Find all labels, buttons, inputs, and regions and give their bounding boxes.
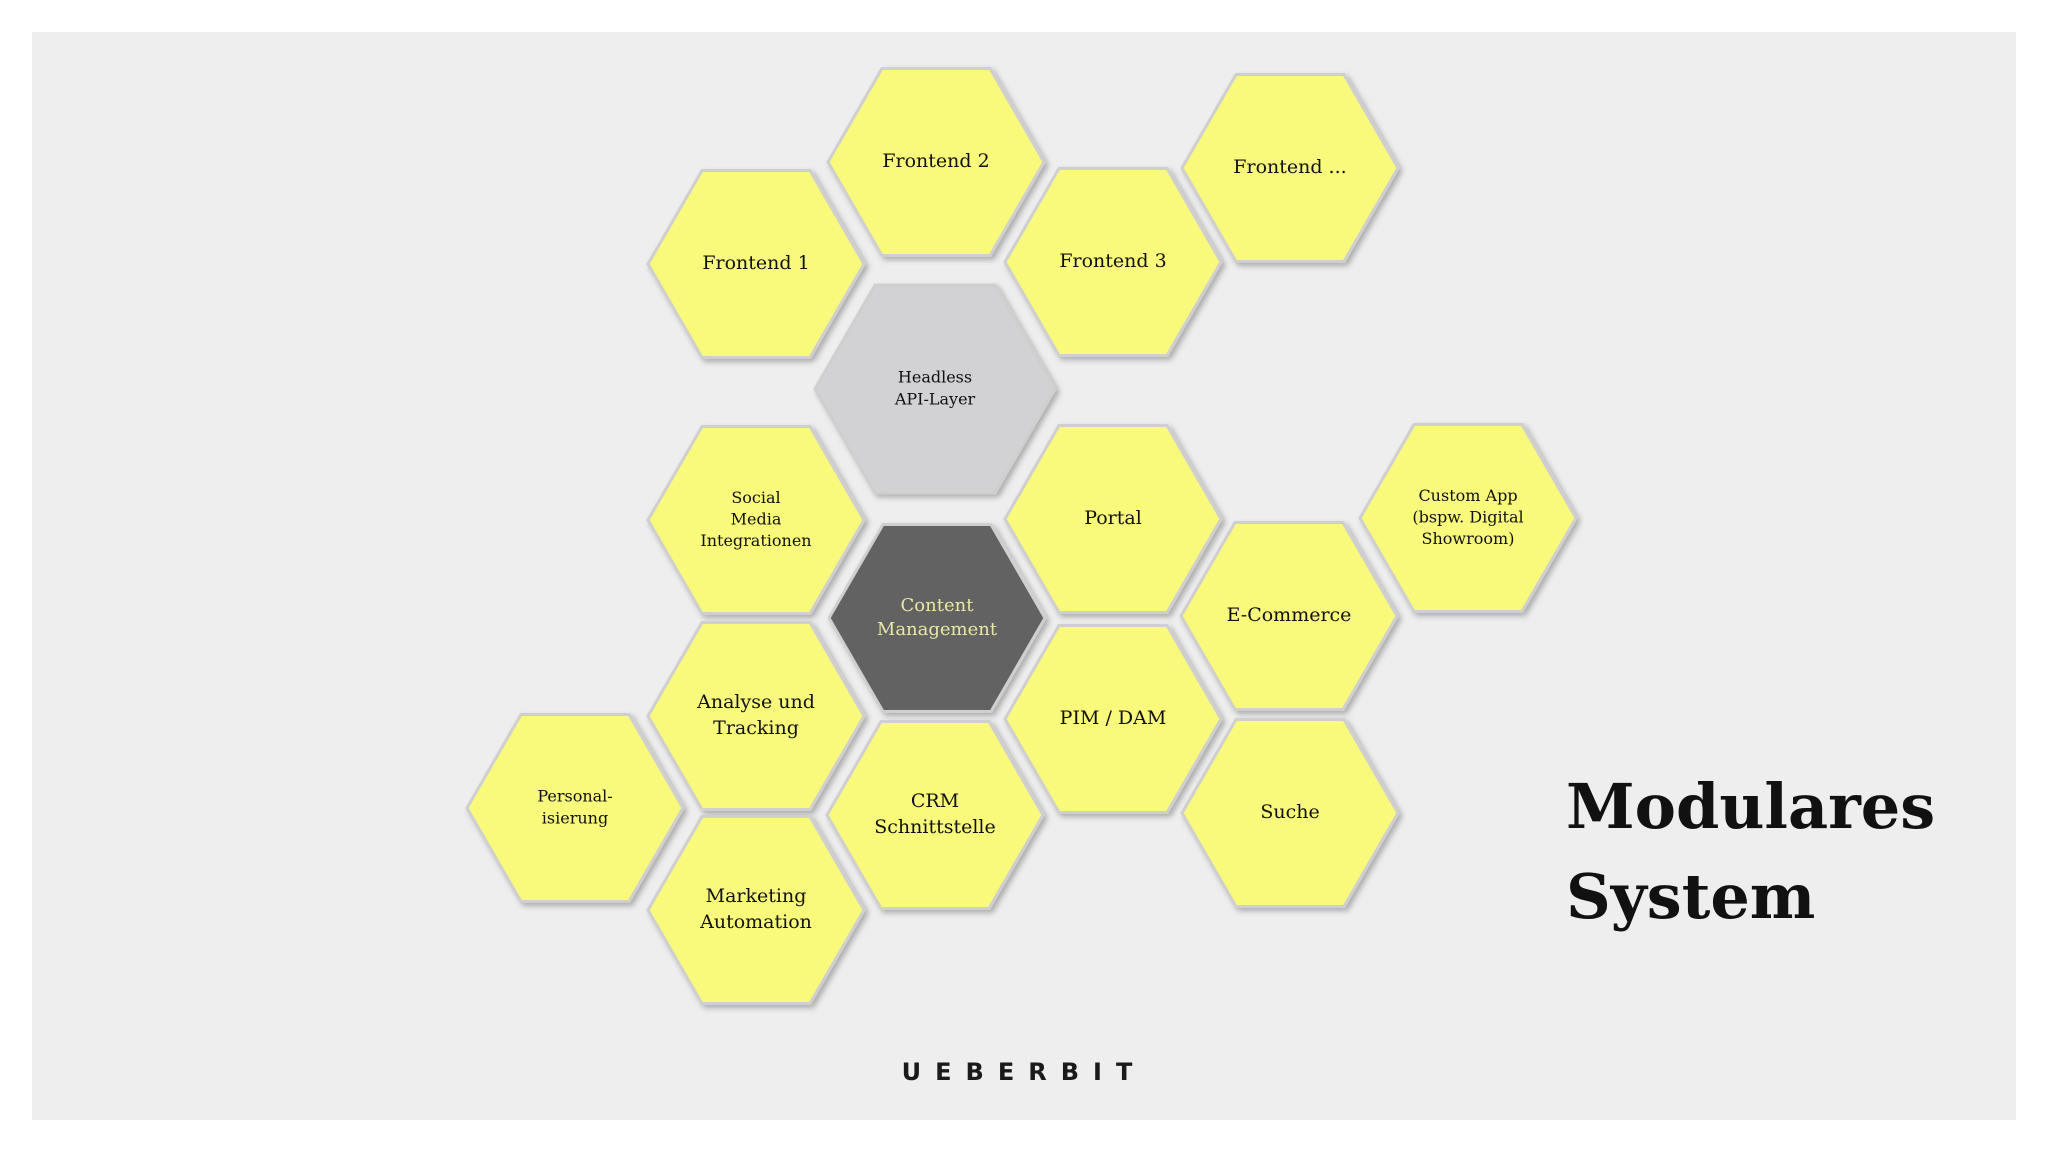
hex-shape-portal [1003, 424, 1223, 614]
hex-shape-content-management [827, 523, 1047, 713]
hex-label-personalisierung-line-1: Personal- [537, 787, 612, 806]
hex-shape-social-media-integrationen [646, 425, 866, 615]
hex-e-commerce: E-Commerce [1179, 521, 1399, 711]
hex-shape-frontend-2 [826, 67, 1046, 257]
hex-label-pim-dam-line-1: PIM / DAM [1060, 707, 1167, 729]
hex-label-frontend-2-line-1: Frontend 2 [882, 150, 989, 172]
hex-shape-headless-api-layer [813, 283, 1057, 495]
slide-background [32, 32, 2016, 1120]
title-line-2: System [1566, 860, 1816, 933]
hex-frontend-more: Frontend ... [1180, 73, 1400, 263]
hex-portal: Portal [1003, 424, 1223, 614]
hex-shape-marketing-automation [646, 815, 866, 1005]
hex-frontend-1: Frontend 1 [646, 169, 866, 359]
hex-label-marketing-automation-line-1: Marketing [706, 885, 807, 907]
hex-label-personalisierung-line-2: isierung [542, 808, 608, 827]
hex-frontend-2: Frontend 2 [826, 67, 1046, 257]
hex-label-headless-api-layer-line-2: API-Layer [894, 389, 976, 408]
hex-label-custom-app-line-1: Custom App [1418, 486, 1517, 505]
hex-crm-schnittstelle: CRM Schnittstelle [825, 720, 1045, 910]
hex-label-content-management-line-1: Content [901, 595, 975, 616]
hex-shape-e-commerce [1179, 521, 1399, 711]
title-line-1: Modulares [1566, 770, 1936, 843]
hex-label-analyse-und-tracking-line-2: Tracking [713, 717, 799, 739]
hex-personalisierung: Personal-isierung [465, 713, 685, 903]
hex-label-frontend-more-line-1: Frontend ... [1233, 156, 1346, 178]
hex-label-crm-schnittstelle-line-1: CRM [911, 790, 959, 812]
hex-label-portal-line-1: Portal [1084, 507, 1142, 529]
hex-label-frontend-1-line-1: Frontend 1 [702, 252, 809, 274]
hex-label-social-media-integrationen-line-3: Integrationen [700, 531, 811, 550]
hex-shape-personalisierung [465, 713, 685, 903]
hex-pim-dam: PIM / DAM [1003, 624, 1223, 814]
hex-label-analyse-und-tracking-line-1: Analyse und [696, 691, 815, 713]
hex-label-e-commerce-line-1: E-Commerce [1227, 604, 1352, 626]
hex-suche: Suche [1180, 718, 1400, 908]
hex-label-marketing-automation-line-2: Automation [699, 911, 812, 933]
hex-label-content-management-line-2: Management [877, 619, 998, 640]
hex-shape-crm-schnittstelle [825, 720, 1045, 910]
hex-label-custom-app-line-2: (bspw. Digital [1412, 508, 1523, 527]
hex-shape-suche [1180, 718, 1400, 908]
hex-label-suche-line-1: Suche [1260, 801, 1319, 823]
hex-frontend-3: Frontend 3 [1003, 167, 1223, 357]
hex-shape-pim-dam [1003, 624, 1223, 814]
hex-shape-analyse-und-tracking [646, 621, 866, 811]
hex-label-headless-api-layer-line-1: Headless [898, 368, 972, 387]
hex-label-social-media-integrationen-line-2: Media [731, 510, 782, 529]
hex-label-frontend-3-line-1: Frontend 3 [1059, 250, 1166, 272]
hex-shape-frontend-1 [646, 169, 866, 359]
slide-title: Modulares System [1566, 762, 1986, 942]
hex-shape-custom-app [1358, 423, 1578, 613]
ueberbit-logo: UEBERBIT [901, 1058, 1147, 1086]
hex-label-crm-schnittstelle-line-2: Schnittstelle [874, 816, 996, 838]
hex-label-social-media-integrationen-line-1: Social [731, 488, 780, 507]
hex-label-custom-app-line-3: Showroom) [1422, 529, 1515, 548]
hex-shape-frontend-3 [1003, 167, 1223, 357]
hex-shape-frontend-more [1180, 73, 1400, 263]
